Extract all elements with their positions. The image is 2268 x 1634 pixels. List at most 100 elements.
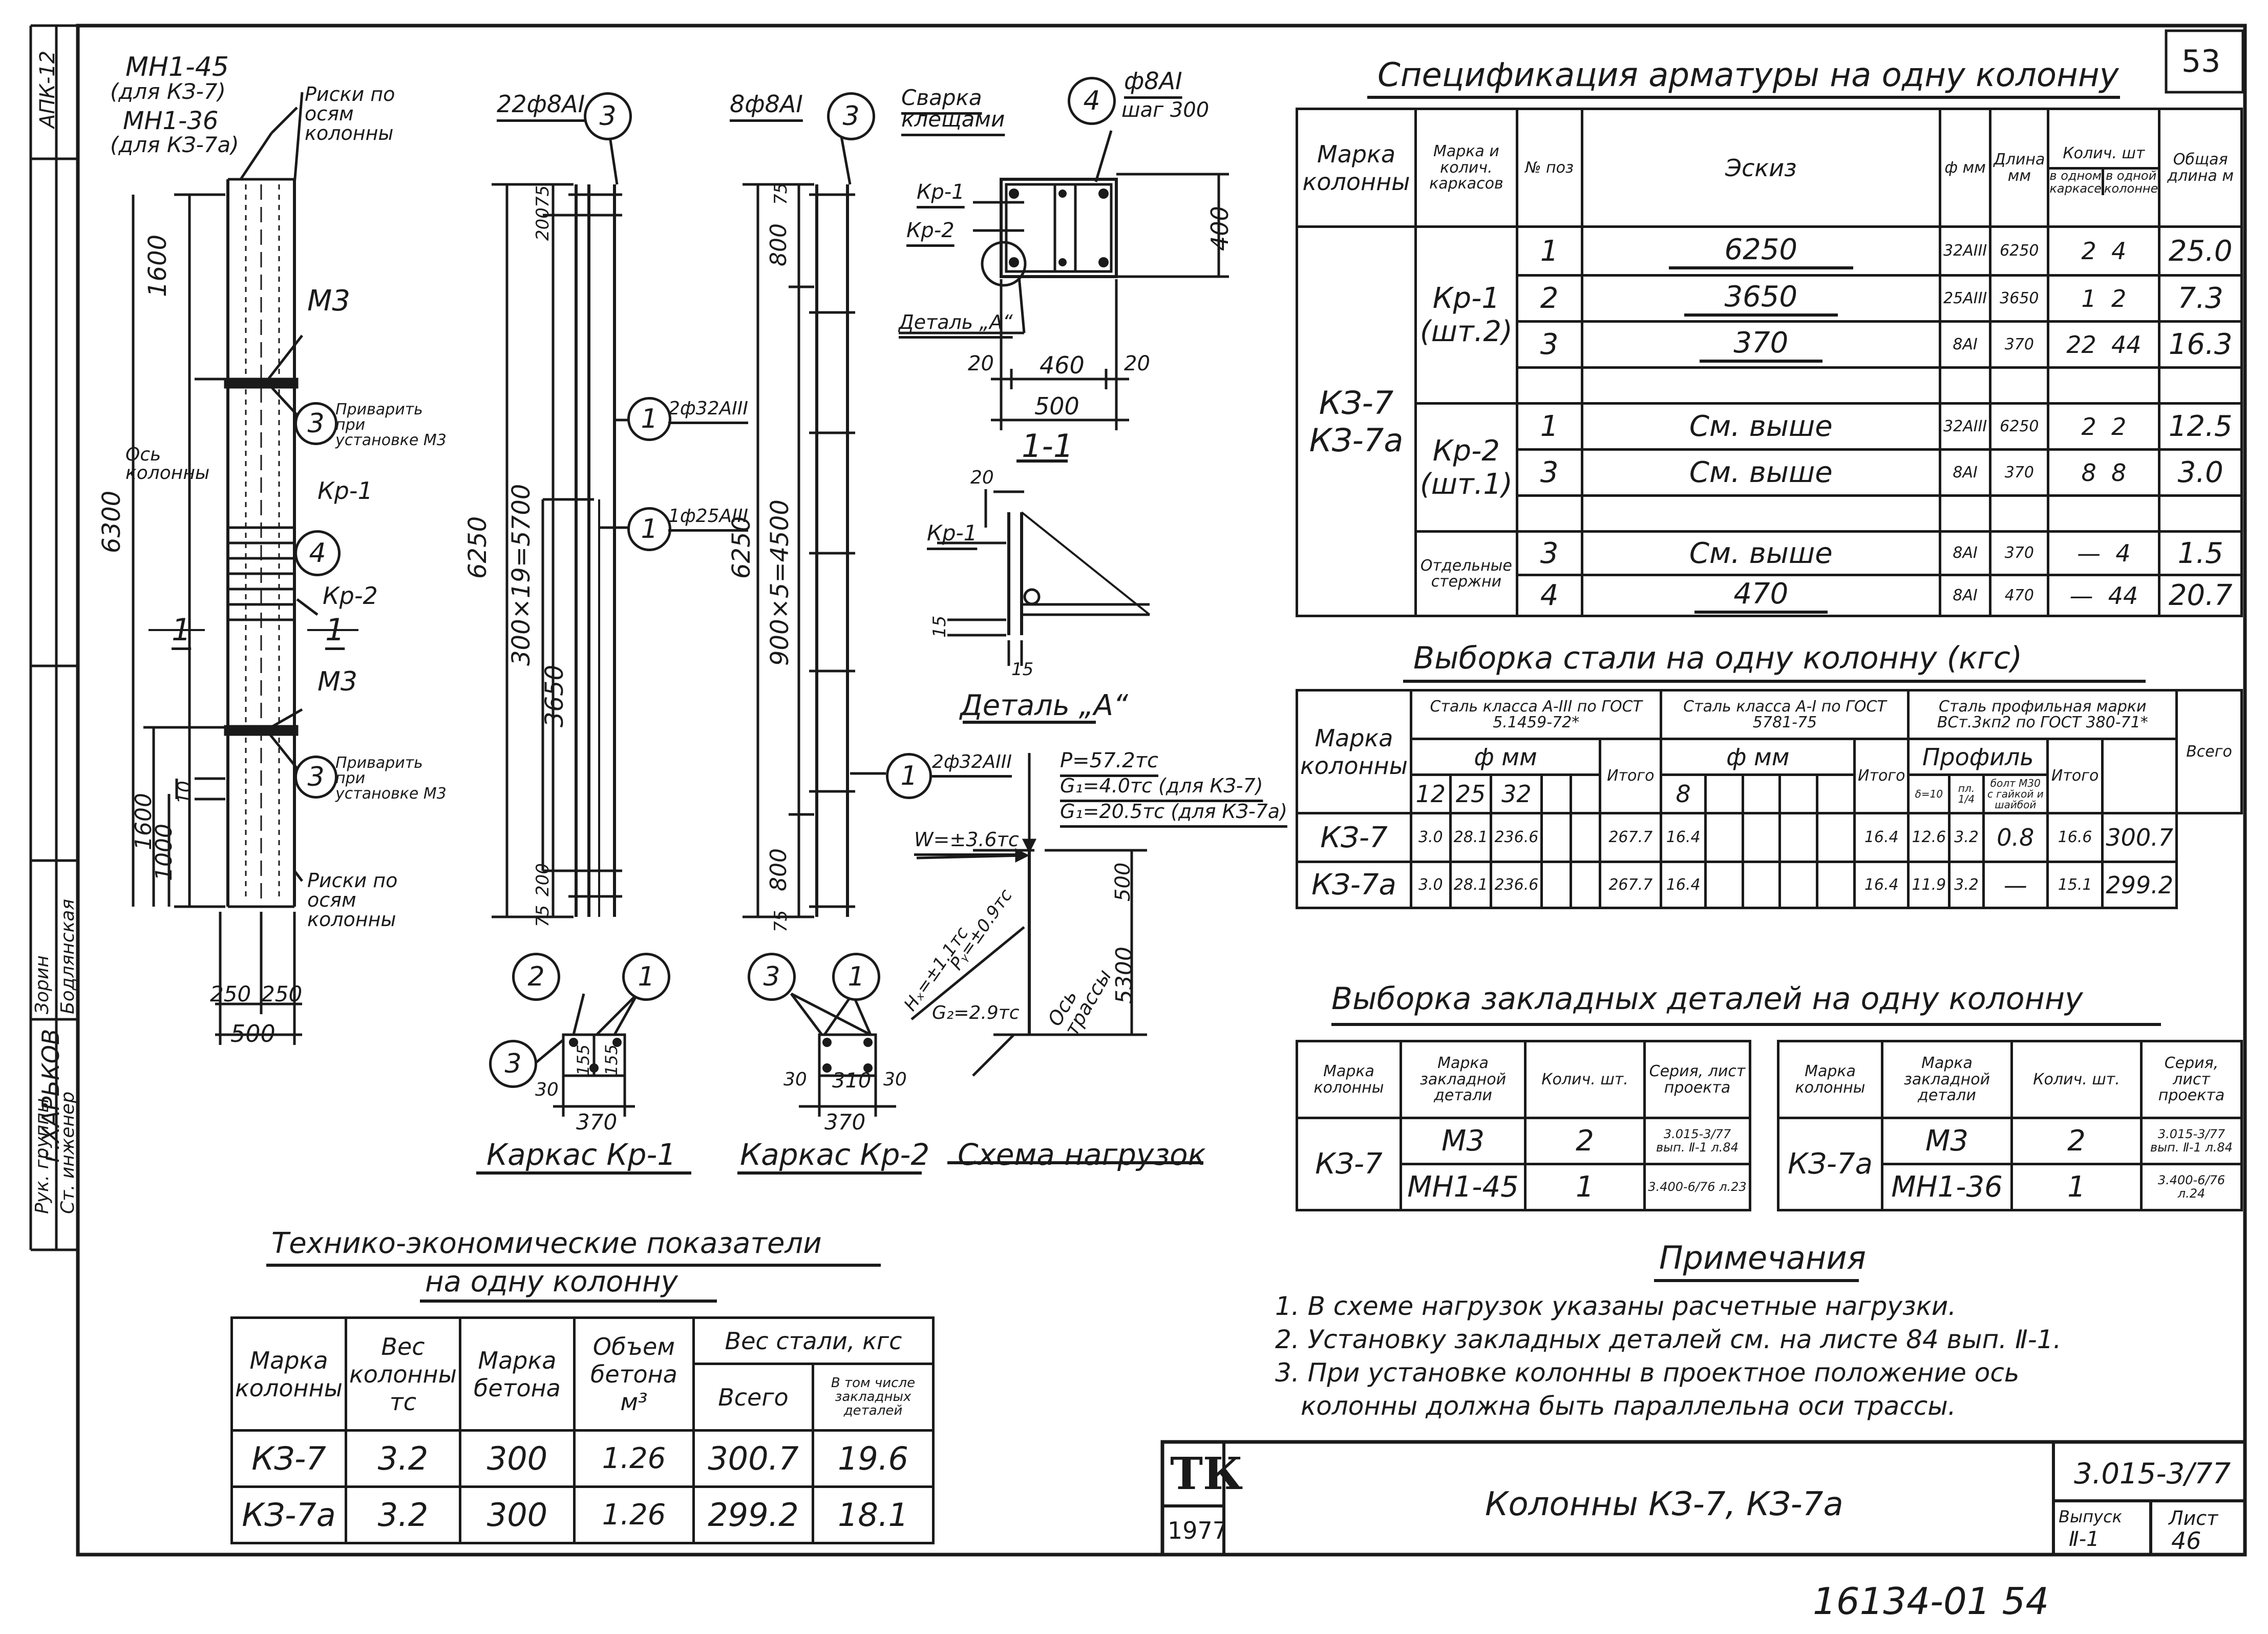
embed-label-1: МН1-45 — [125, 52, 229, 82]
steel-a32: 236.6 — [1490, 861, 1543, 909]
spec-row-total: 20.7 — [2158, 574, 2243, 617]
spec-row-diam: 32АIII — [1939, 402, 1992, 451]
spec-row-sketch: 3650 — [1580, 274, 1942, 323]
tep-concrete: 300 — [458, 1485, 576, 1544]
embeds-table-left: Марка колонны Марка закладной детали Кол… — [1296, 1040, 1751, 1211]
weld-note-bottom: Приварить при установке М3 — [335, 754, 447, 803]
steel-total-p: 15.1 — [2046, 861, 2104, 909]
kr1-sec-155-a: 155 — [574, 1044, 593, 1076]
steel-h-d12: 12 — [1409, 773, 1452, 814]
kr1-label: Кр-1 — [317, 477, 373, 505]
spec-row-qc: 4 — [2115, 539, 2131, 567]
spec-row-sketch-text: 470 — [1694, 577, 1828, 614]
kr2-dim-75-bot: 75 — [771, 910, 791, 932]
steel-h-column: Марка колонны — [1296, 689, 1412, 814]
steel-a12: 3.0 — [1409, 812, 1452, 863]
embeds-h-mark: Марка колонны — [1777, 1040, 1883, 1119]
embeds-series: 3.400-6/76 л.23 — [1643, 1163, 1751, 1211]
spec-row-sketch-text: 3650 — [1684, 280, 1838, 317]
spec-h-length: Длина мм — [1989, 108, 2050, 228]
tep-all: 300.7 — [692, 1429, 814, 1488]
role-1: Рук. группы — [32, 1098, 53, 1214]
dim-250-b: 250 — [261, 981, 303, 1007]
steel-h-diam-a1: ф мм — [1660, 738, 1856, 776]
weld-note-top: Приварить при установке М3 — [335, 401, 447, 449]
spec-row-len: 370 — [1989, 448, 2050, 497]
steel-h-a3: Сталь класса А-III по ГОСТ 5.1459-72* — [1409, 689, 1663, 740]
embed-label-2: (для КЗ-7) — [110, 79, 226, 104]
spec-frame-kr1: Кр-1 (шт.2) — [1414, 225, 1518, 405]
spec-title: Спецификация арматуры на одну колонну — [1377, 56, 2119, 94]
steel-table: Марка колонны Сталь класса А-III по ГОСТ… — [1296, 689, 2243, 909]
steel-total-b: 16.4 — [1853, 812, 1910, 863]
steel-h-d32: 32 — [1490, 773, 1543, 814]
kr1-sec-30: 30 — [535, 1079, 559, 1100]
tep-incl: 18.1 — [811, 1485, 935, 1544]
spec-row-qty: 1 2 — [2047, 274, 2161, 323]
kr2-sec-bubble-1: 1 — [832, 953, 880, 1001]
kr2-caption: Каркас Кр-2 — [740, 1137, 930, 1172]
detail-dim-20: 20 — [970, 467, 994, 488]
steel-total-p: 16.6 — [2046, 812, 2104, 863]
m3-top-label: М3 — [307, 284, 350, 318]
page-number: 53 — [2181, 44, 2221, 79]
kr2-bar-label: 2ф32АIII — [932, 751, 1012, 772]
kr2-dim-800-top: 800 — [766, 223, 792, 266]
dim-10: 10 — [174, 781, 195, 804]
stirrup-step: шаг 300 — [1121, 98, 1210, 122]
sheet-title: Колонны КЗ-7, КЗ-7а — [1485, 1485, 1843, 1523]
detail-ref: Деталь „А“ — [899, 311, 1013, 333]
spec-row-diam: 8АI — [1939, 448, 1992, 497]
load-caption: Схема нагрузок — [958, 1137, 1206, 1172]
tep-incl: 19.6 — [811, 1429, 935, 1488]
sec11-kr2: Кр-2 — [906, 219, 955, 242]
spec-frame-kr2: Кр-2 (шт.1) — [1414, 402, 1518, 533]
embeds-series: 3.015-3/77 вып. Ⅱ-1 л.84 — [1643, 1117, 1751, 1165]
spec-row-diam: 32АIII — [1939, 225, 1992, 277]
kr2-bubble-1: 1 — [886, 753, 932, 799]
kr1-bubble-3-top: 3 — [584, 92, 632, 140]
kr1-sec-bubble-2: 2 — [512, 953, 560, 1001]
spec-row-total: 12.5 — [2158, 402, 2243, 451]
bubble-pos-4: 4 — [294, 530, 341, 576]
kr2-dim-75-top: 75 — [771, 182, 791, 205]
embeds-series: 3.400-6/76 л.24 — [2140, 1163, 2243, 1211]
tep-title-2: на одну колонну — [425, 1265, 678, 1298]
tep-mark: КЗ-7а — [230, 1485, 347, 1544]
spec-frame-separate: Отдельные стержни — [1414, 530, 1518, 617]
kr1-bar1-label: 2ф32АIII — [668, 398, 748, 419]
corner-code: АПК-12 — [36, 50, 59, 128]
tep-weight: 3.2 — [345, 1485, 461, 1544]
kr1-bubble-2: 1 — [627, 507, 671, 551]
spec-row-qty: — 44 — [2047, 574, 2161, 617]
sec11-dim-20-b: 20 — [1124, 352, 1150, 375]
risks-top-label: Риски по осям колонны — [305, 83, 395, 144]
tep-table: Марка колонны Вес колонны тс Марка бетон… — [230, 1316, 935, 1544]
notes-title: Примечания — [1659, 1239, 1866, 1276]
kr2-dim-6250: 6250 — [727, 516, 756, 579]
spec-row-len: 370 — [1989, 320, 2050, 369]
steel-total-a: 267.7 — [1599, 861, 1663, 909]
spec-row-sketch: См. выше — [1580, 448, 1942, 497]
spec-row-sketch: 470 — [1580, 574, 1942, 617]
tep-title-1: Технико-экономические показатели — [271, 1227, 822, 1260]
spec-row-diam: 25АIII — [1939, 274, 1992, 323]
spec-row-pos: 3 — [1515, 530, 1583, 576]
tep-mark: КЗ-7 — [230, 1429, 347, 1488]
steel-h-total-prof: Итого — [2046, 738, 2104, 814]
kr2-sec-30-a: 30 — [783, 1069, 807, 1090]
embeds-h-part: Марка закладной детали — [1400, 1040, 1527, 1119]
spec-row-len: 6250 — [1989, 225, 2050, 277]
spec-h-sketch: Эскиз — [1580, 108, 1942, 228]
detail-kr1: Кр-1 — [927, 520, 978, 546]
kr2-sec-370: 370 — [824, 1109, 866, 1135]
embeds-h-series: Серия, лист проекта — [1643, 1040, 1751, 1119]
kr1-bubble-1: 1 — [627, 397, 671, 441]
steel-all: 299.2 — [2101, 861, 2178, 909]
steel-p1: 12.6 — [1907, 812, 1951, 863]
spec-h-diam: ф мм — [1939, 108, 1992, 228]
spec-row-total: 1.5 — [2158, 530, 2243, 576]
embed-label-4: (для КЗ-7а) — [110, 132, 239, 157]
kr1-top-label: 22ф8АI — [497, 90, 585, 118]
spec-row-sketch: 370 — [1580, 320, 1942, 369]
